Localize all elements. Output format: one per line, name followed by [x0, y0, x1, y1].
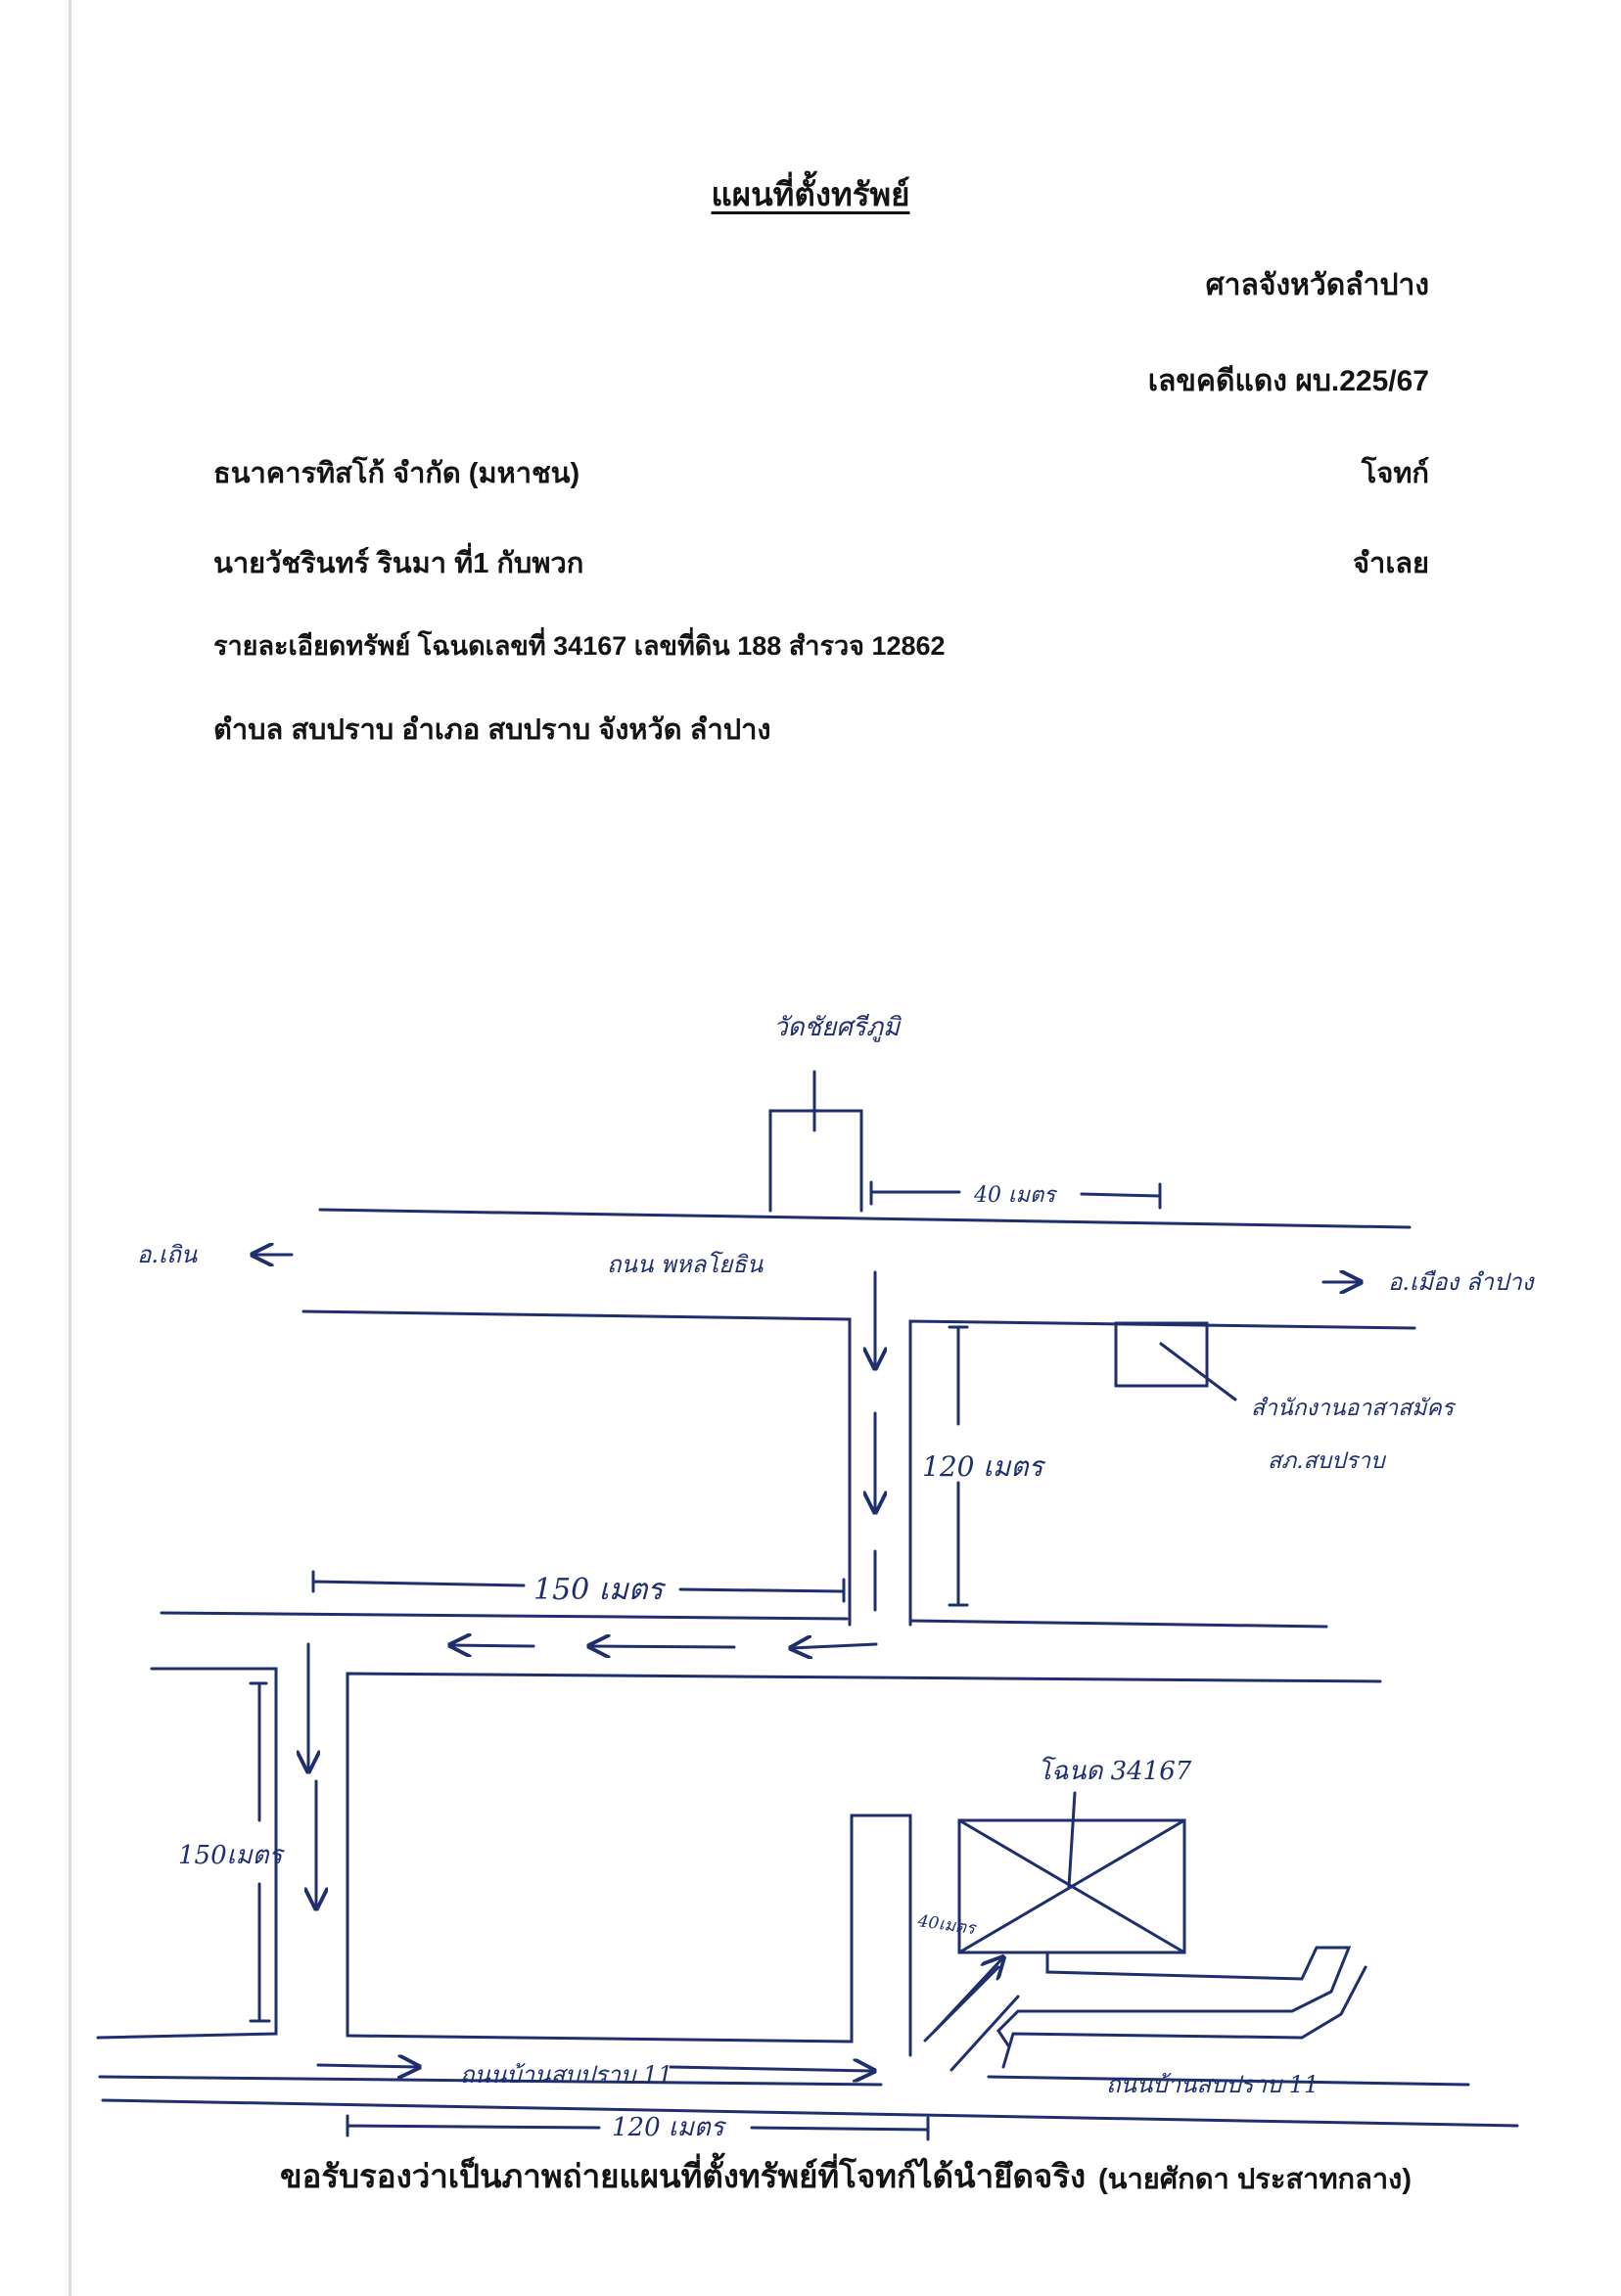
- dist-150-vertical-label: 150เมตร: [178, 1841, 286, 1870]
- page-title: แผนที่ตั้งทรัพย์: [711, 176, 910, 212]
- dist-120-bottom-label: 120 เมตร: [612, 2113, 727, 2142]
- direction-right-label: อ.เมือง ลำปาง: [1388, 1268, 1536, 1296]
- main-road-bottom-left-edge: [301, 1309, 852, 1627]
- defendant-role: จำเลย: [1353, 548, 1429, 579]
- outer-bottom-road: [101, 2098, 1519, 2128]
- certification-text: ขอรับรองว่าเป็นภาพถ่ายแผนที่ตั้งทรัพย์ที…: [280, 2158, 1087, 2194]
- dist-120-vertical-label: 120 เมตร: [922, 1450, 1046, 1483]
- dist-150-horizontal-label: 150 เมตร: [533, 1573, 667, 1607]
- middle-road-arrow-1: [450, 1645, 535, 1646]
- dist-40-small-label: 40เมตร: [915, 1911, 978, 1939]
- soi-left-outline: [346, 1814, 912, 2057]
- soi-left-label: ถนนบ้านสบปราบ 11: [460, 2061, 672, 2089]
- middle-road-left-loop: [96, 1667, 278, 2040]
- middle-road-arrow-3: [791, 1644, 878, 1648]
- access-lane-top: [996, 1946, 1352, 2047]
- temple-symbol: [768, 1070, 863, 1213]
- certifier-name: (นายศักดา ประสาทกลาง): [1098, 2164, 1412, 2195]
- plaintiff-role: โจทก์: [1361, 458, 1429, 489]
- temple-dist-line-right: [1080, 1182, 1162, 1210]
- access-arrow: [933, 1957, 1003, 2033]
- page-edge-line: [69, 0, 71, 2296]
- temple-distance-label: 40 เมตร: [973, 1183, 1058, 1208]
- soi-bottom-edge-right: [987, 2075, 1470, 2087]
- property-detail: รายละเอียดทรัพย์ โฉนดเลขที่ 34167 เลขที่…: [213, 631, 946, 661]
- plot-label: โฉนด 34167: [1038, 1756, 1192, 1786]
- temple-label: วัดชัยศรีภูมิ: [773, 1013, 902, 1042]
- dist-150-vertical-line: [249, 1681, 271, 2023]
- soi-right-label: ถนนบ้านสบปราบ 11: [1106, 2071, 1319, 2098]
- middle-road-top-edge-right: [908, 1619, 1328, 1629]
- case-number: เลขคดีแดง ผบ.225/67: [1147, 365, 1429, 397]
- main-road-label: ถนน พหลโยธิน: [607, 1251, 764, 1278]
- middle-road-bottom-edge: [346, 1672, 1382, 2038]
- plaintiff-name: ธนาคารทิสโก้ จำกัด (มหาชน): [213, 458, 580, 489]
- direction-left-label: อ.เถิน: [137, 1241, 198, 1268]
- dist-150-horizontal-line: [311, 1570, 846, 1603]
- soi-bottom-edge-left: [98, 2075, 883, 2087]
- landmark-pointer: [1159, 1342, 1237, 1401]
- court-name: ศาลจังหวัดลำปาง: [1205, 269, 1429, 301]
- landmark-label-2: สภ.สบปราบ: [1268, 1448, 1387, 1474]
- soi-arrow-1: [316, 2065, 419, 2067]
- middle-road-arrow-2: [589, 1646, 736, 1647]
- property-location: ตำบล สบปราบ อำเภอ สบปราบ จังหวัด ลำปาง: [213, 714, 771, 746]
- soi-arrow-2: [669, 2067, 874, 2071]
- defendant-name: นายวัชรินทร์ รินมา ที่1 กับพวก: [213, 548, 584, 579]
- landmark-label: สำนักงานอาสาสมัคร: [1251, 1396, 1457, 1421]
- main-road-top-edge: [318, 1208, 1412, 1229]
- dist-120-vertical-line: [948, 1325, 969, 1607]
- landmark-building: [1114, 1321, 1209, 1388]
- temple-dist-line-left: [869, 1180, 961, 1206]
- access-small-road-2: [949, 1995, 1020, 2072]
- main-road-bottom-right-edge: [908, 1319, 1416, 1627]
- dist-120-bottom-line: [346, 2114, 930, 2141]
- middle-road-top-edge: [160, 1611, 849, 1621]
- plot-34167: [957, 1791, 1186, 1954]
- access-lane-bottom: [1001, 1965, 1367, 2069]
